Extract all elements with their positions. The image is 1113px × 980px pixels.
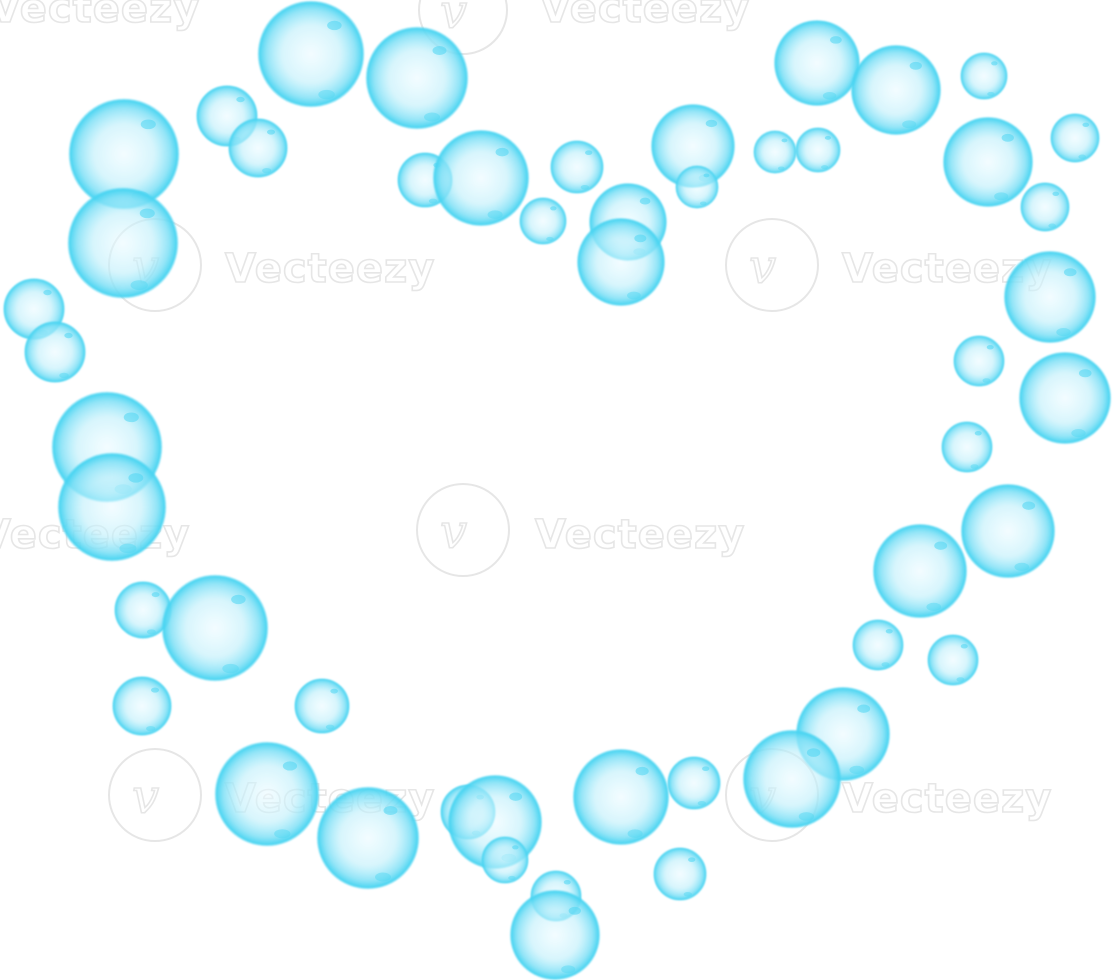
svg-text:v: v [749, 239, 776, 295]
bubble [161, 574, 269, 682]
bubble [481, 836, 529, 884]
watermark-logo: v [416, 483, 510, 577]
bubble [1050, 113, 1100, 163]
bubble [112, 676, 172, 736]
bubble [850, 44, 942, 136]
bubble [214, 741, 320, 847]
watermark-logo: v [725, 218, 819, 312]
bubble [795, 127, 841, 173]
svg-text:v: v [440, 0, 467, 40]
bubble [667, 756, 721, 810]
bubble [576, 217, 666, 307]
watermark-text: Vecteezy [225, 246, 435, 292]
bubble [572, 748, 670, 846]
watermark-text: Vecteezy [535, 512, 745, 558]
watermark-text: Vecteezy [0, 0, 200, 32]
bubble [675, 165, 719, 209]
bubble [1018, 351, 1112, 445]
svg-text:v: v [440, 504, 467, 560]
bubble-group [3, 0, 1112, 980]
bubble [927, 634, 979, 686]
bubble [953, 335, 1005, 387]
bubble [1020, 182, 1070, 232]
bubble [941, 421, 993, 473]
watermark-logo: v [418, 0, 508, 55]
bubble [509, 889, 601, 980]
bubble [24, 321, 86, 383]
watermark-text: Vecteezy [540, 0, 750, 32]
bubble [316, 786, 420, 890]
bubble [753, 130, 797, 174]
watermark-text: Vecteezy [842, 776, 1052, 822]
bubble [228, 118, 288, 178]
bubble [432, 129, 530, 227]
svg-text:v: v [132, 769, 159, 825]
bubble [742, 729, 842, 829]
bubble [852, 619, 904, 671]
bubble [773, 19, 861, 107]
bubble [960, 52, 1008, 100]
bubble [365, 26, 469, 130]
bubble [57, 452, 167, 562]
bubble [872, 523, 968, 619]
bubble [519, 197, 567, 245]
bubble [942, 116, 1034, 208]
bubble [294, 678, 350, 734]
bubble [960, 483, 1056, 579]
bubble [67, 187, 179, 299]
watermark-logo: v [108, 748, 202, 842]
bubble [653, 847, 707, 901]
bubble [550, 140, 604, 194]
bubble [1003, 250, 1097, 344]
bubble [257, 0, 365, 108]
